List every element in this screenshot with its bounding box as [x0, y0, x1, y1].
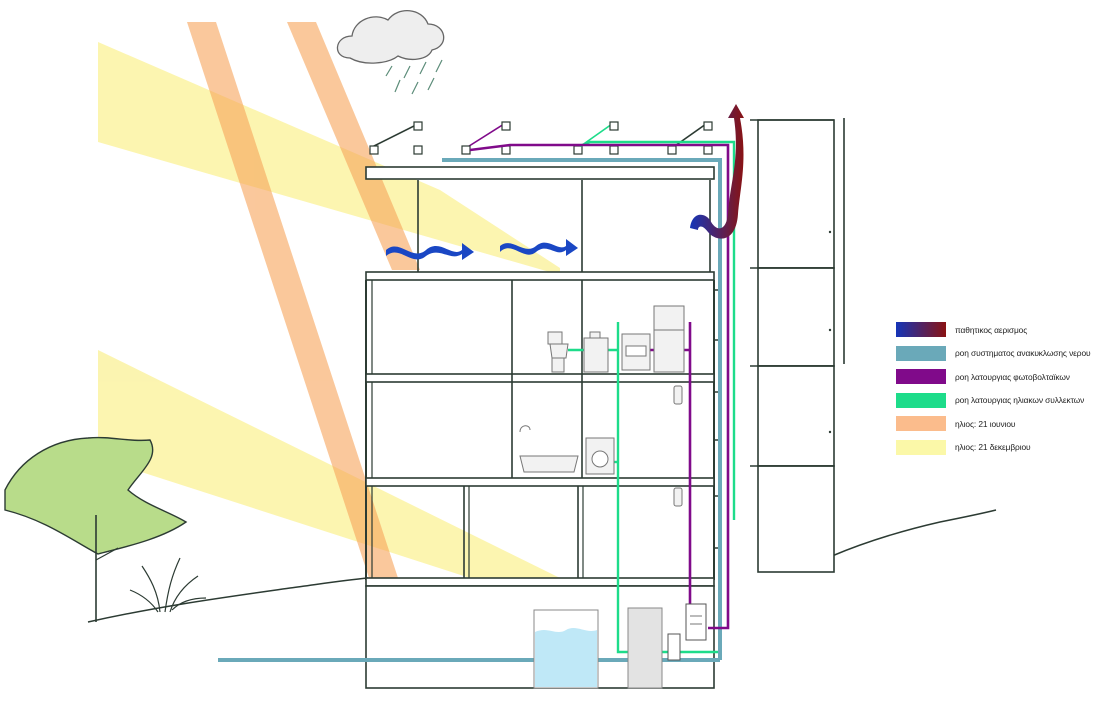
legend-swatch-water-recycling — [896, 345, 946, 361]
sun-ray-december-lower — [98, 350, 560, 578]
roof-panels — [369, 121, 713, 155]
legend-label-water-recycling: ροη συστηματος ανακυκλωσης νερου — [955, 348, 1091, 359]
water-tank — [533, 609, 599, 689]
legend-swatch-solar-collectors — [896, 392, 946, 408]
legend-label-sun-june: ηλιος: 21 ιουνιου — [955, 418, 1016, 429]
tree-canopy — [4, 436, 188, 555]
bottle-icon-1 — [673, 385, 683, 405]
legend-item-sun-december: ηλιος: 21 δεκεμβριου — [896, 436, 1111, 460]
legend-swatch-sun-june — [896, 416, 946, 432]
ground-line-left — [87, 577, 369, 623]
legend-swatch-sun-december — [896, 439, 946, 455]
legend: παθητικος αερισμος ροη συστηματος ανακυκ… — [896, 318, 1111, 459]
sun-rays-december — [98, 42, 560, 578]
appliances — [519, 305, 707, 661]
bathtub-icon — [519, 425, 579, 473]
ventilation-arrow-1 — [386, 243, 474, 260]
washing-machine-icon — [585, 437, 615, 475]
legend-swatch-natural-ventilation — [896, 322, 946, 338]
legend-item-photovoltaics: ροη λατουργιας φωτοβολταϊκων — [896, 365, 1111, 389]
solar-collector-flow — [568, 140, 736, 654]
tree-branch — [95, 547, 119, 561]
ground-line-right — [831, 509, 997, 557]
roof-slab — [365, 166, 715, 180]
cloud-shape — [336, 10, 445, 64]
legend-item-sun-june: ηλιος: 21 ιουνιου — [896, 412, 1111, 436]
rain — [385, 59, 443, 95]
solar-collector-panel-1 — [369, 121, 423, 155]
sun-ray-june-left — [187, 22, 398, 578]
legend-label-solar-collectors: ροη λατουργιας ηλιακων συλλεκτων — [955, 395, 1085, 406]
legend-label-photovoltaics: ροη λατουργιας φωτοβολταϊκων — [955, 371, 1070, 382]
floor-slab-4 — [365, 477, 715, 487]
sink-icon — [583, 331, 609, 373]
ventilation-arrows — [386, 104, 744, 260]
neighbour-dots — [828, 230, 832, 434]
pv-panel-2 — [667, 121, 713, 155]
legend-item-water-recycling: ροη συστηματος ανακυκλωσης νερου — [896, 342, 1111, 366]
legend-label-natural-ventilation: παθητικος αερισμος — [955, 324, 1028, 335]
legend-label-sun-december: ηλιος: 21 δεκεμβριου — [955, 442, 1031, 453]
fridge-icon — [653, 305, 685, 373]
boiler-tank — [627, 607, 663, 689]
ventilation-arrow-exhaust — [690, 104, 744, 239]
bottle-icon-2 — [673, 487, 683, 507]
shrub — [129, 557, 207, 613]
stove-icon — [621, 333, 651, 371]
ground-slab — [365, 577, 715, 587]
neighbour-building — [750, 118, 845, 573]
legend-item-solar-collectors: ροη λατουργιας ηλιακων συλλεκτων — [896, 389, 1111, 413]
control-box-icon — [667, 633, 681, 661]
legend-swatch-photovoltaics — [896, 369, 946, 385]
sun-rays-june — [187, 22, 420, 578]
solar-collector-panel-2 — [573, 121, 619, 155]
cloud — [336, 10, 445, 64]
legend-item-natural-ventilation: παθητικος αερισμος — [896, 318, 1111, 342]
tree — [4, 436, 188, 622]
floor-slab-2 — [365, 271, 715, 281]
floor-slab-3 — [365, 373, 715, 383]
inverter-icon — [685, 603, 707, 641]
toilet-icon — [547, 331, 569, 373]
terrain — [87, 509, 997, 623]
sun-ray-june-right — [287, 22, 420, 270]
ventilation-arrow-2 — [500, 239, 578, 256]
